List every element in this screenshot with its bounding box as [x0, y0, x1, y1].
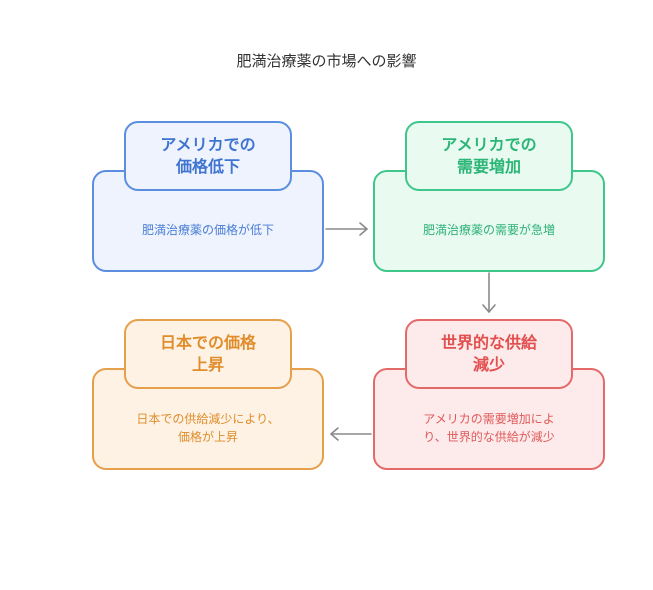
node-japan-price-description-line-2: 価格が上昇 [177, 430, 238, 444]
node-global-supply-description: アメリカの需要増加によ り、世界的な供給が減少 [423, 410, 555, 446]
edge-global-supply-to-japan-price [330, 427, 372, 441]
edge-us-price-to-us-demand [325, 222, 368, 236]
node-global-supply-heading: 世界的な供給 減少 [405, 319, 573, 389]
node-japan-price-description-line-1: 日本での供給減少により、 [136, 412, 280, 426]
node-us-demand-heading: アメリカでの 需要増加 [405, 121, 573, 191]
diagram-title: 肥満治療薬の市場への影響 [236, 52, 417, 70]
node-us-price-description: 肥満治療薬の価格が低下 [141, 223, 274, 237]
node-us-price-heading: アメリカでの 価格低下 [124, 121, 292, 191]
node-us-demand-description: 肥満治療薬の需要が急増 [422, 223, 555, 237]
edge-us-demand-to-global-supply [482, 272, 496, 313]
node-global-supply-description-line-2: り、世界的な供給が減少 [423, 430, 555, 444]
node-japan-price-description: 日本での供給減少により、 価格が上昇 [136, 410, 279, 446]
node-global-supply-description-line-1: アメリカの需要増加によ [423, 412, 555, 426]
node-japan-price-heading: 日本での価格 上昇 [124, 319, 292, 389]
